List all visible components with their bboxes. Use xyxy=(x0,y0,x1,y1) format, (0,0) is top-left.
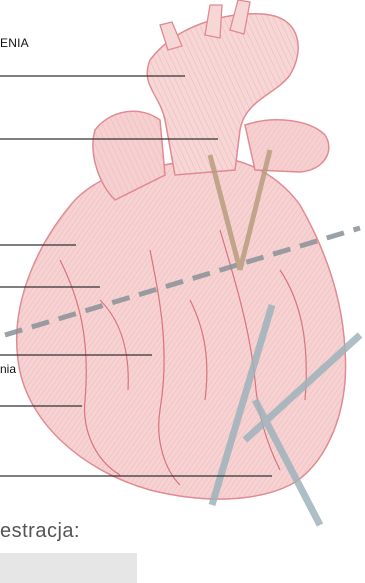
answer-input-box[interactable] xyxy=(0,553,137,583)
aorta-vessels xyxy=(93,0,329,200)
label-top: ENIA xyxy=(0,36,29,50)
heart-body xyxy=(17,157,346,499)
footer-prompt: estracja: xyxy=(0,520,80,543)
label-side: nia xyxy=(0,362,16,376)
